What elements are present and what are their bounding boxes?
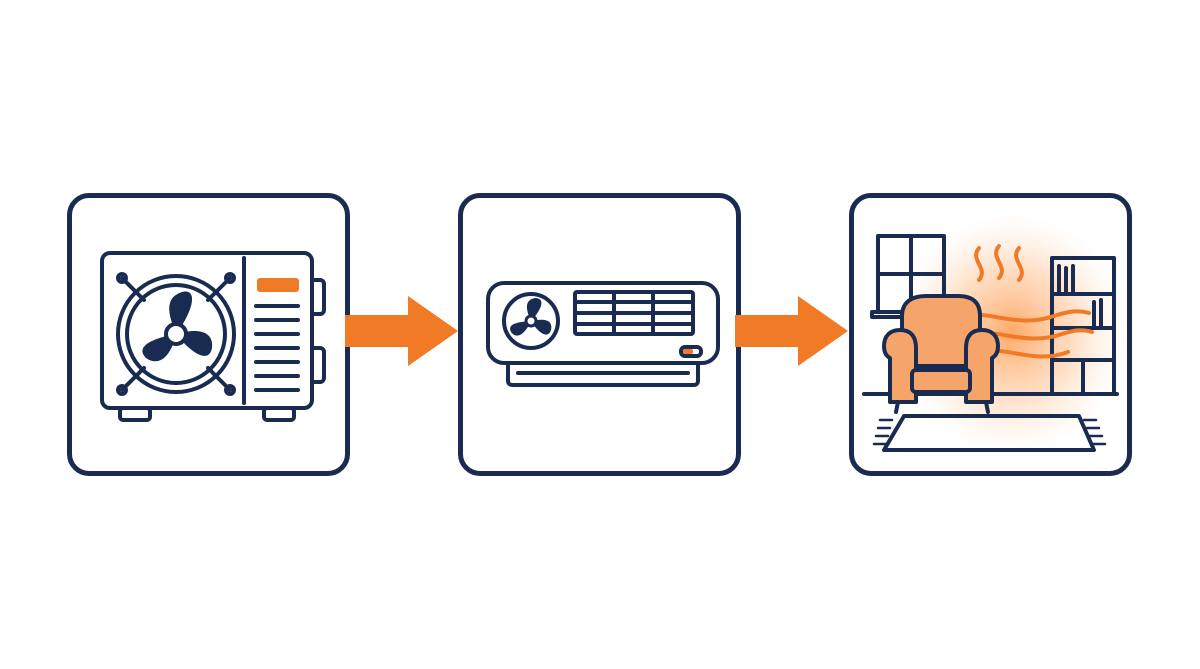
arrow-right-icon (735, 296, 848, 366)
step-indoor-unit-panel (458, 193, 741, 476)
indoor-wall-unit-icon (486, 281, 720, 387)
condenser-housing (100, 251, 314, 410)
rug-fringe (872, 418, 1107, 446)
step-outdoor-unit-panel (67, 193, 350, 476)
wall-unit-body (486, 281, 720, 365)
rug (882, 414, 1096, 452)
armchair (882, 294, 1000, 404)
fan-outer-ring (116, 274, 236, 394)
warm-living-room-icon (862, 213, 1127, 453)
step-warm-room-panel (849, 193, 1132, 476)
flow-arrow-1 (340, 291, 460, 371)
power-indicator (683, 349, 693, 354)
status-display (257, 278, 299, 292)
outdoor-condenser-icon (100, 251, 326, 422)
arrow-right-icon (345, 296, 458, 366)
flow-arrow-2 (730, 291, 850, 371)
